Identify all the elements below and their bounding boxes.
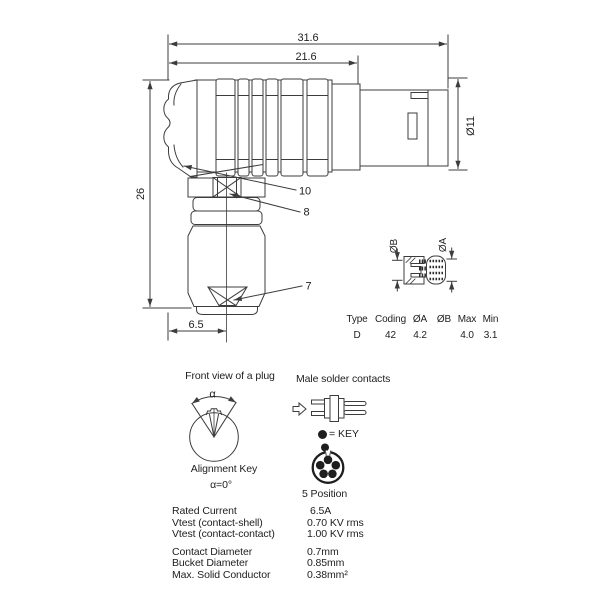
cell-dia-a: 4.2 bbox=[413, 330, 427, 341]
solder-contacts-title: Male solder contacts bbox=[296, 373, 391, 385]
spec-label: Bucket Diameter bbox=[172, 557, 249, 569]
alignment-key-caption: Alignment Key bbox=[190, 463, 258, 475]
grip-ribs bbox=[215, 78, 329, 177]
spec-row: Rated Current 6.5A bbox=[172, 505, 422, 518]
spec-row: Vtest (contact-shell) 0.70 KV rms bbox=[172, 516, 422, 530]
coding-table: Type Coding ØA ØB Max Min D 42 4.2 4.0 3… bbox=[340, 314, 502, 341]
face-contacts bbox=[315, 455, 341, 479]
coding-table-value-row: D 42 4.2 4.0 3.1 bbox=[340, 330, 502, 341]
dim-diameter: Ø11 bbox=[465, 116, 477, 136]
col-header-max: Max bbox=[457, 314, 477, 325]
knurled-contact bbox=[426, 255, 446, 285]
barrel-slot bbox=[407, 112, 418, 140]
alignment-angle-value: α=0° bbox=[210, 479, 232, 491]
lower-assembly bbox=[187, 163, 266, 343]
spec-row: Bucket Diameter 0.85mm bbox=[172, 557, 422, 570]
detail-dim-a: ØA bbox=[438, 237, 449, 252]
callout-7: 7 bbox=[306, 281, 312, 293]
cell-dia-b bbox=[433, 330, 455, 341]
cell-min: 3.1 bbox=[483, 330, 498, 341]
spec-value: 0.85mm bbox=[307, 557, 345, 569]
contact-pin-top bbox=[343, 401, 367, 406]
spec-value: 0.70 KV rms bbox=[307, 516, 364, 529]
dimensions: 31.6 21.6 26 Ø11 6.5 bbox=[135, 32, 477, 341]
dim-body-length: 21.6 bbox=[295, 51, 316, 63]
col-header-min: Min bbox=[482, 314, 499, 325]
key-legend: = KEY bbox=[318, 429, 359, 440]
dim-offset: 6.5 bbox=[189, 319, 204, 331]
positions-label: 5 Position bbox=[302, 488, 348, 500]
dim-height: 26 bbox=[135, 188, 147, 200]
angle-symbol: α bbox=[209, 389, 216, 401]
spec-value: 1.00 KV rms bbox=[307, 528, 364, 540]
front-view-diagram: α bbox=[189, 389, 239, 462]
spec-label: Vtest (contact-shell) bbox=[172, 516, 263, 529]
spec-value: 0.38mm² bbox=[307, 568, 348, 581]
pointer-arrow-icon bbox=[292, 401, 307, 417]
angle-arc bbox=[191, 396, 237, 405]
key-dot-icon bbox=[318, 430, 327, 439]
cell-type: D bbox=[353, 330, 361, 341]
cell-max: 4.0 bbox=[460, 330, 474, 341]
spec-row: Contact Diameter 0.7mm bbox=[172, 545, 422, 559]
key-position-dot bbox=[321, 443, 329, 452]
contact-pin-bottom bbox=[343, 410, 367, 415]
callouts: 10 8 7 bbox=[183, 165, 312, 302]
spec-label: Max. Solid Conductor bbox=[172, 568, 271, 581]
detail-dim-b: ØB bbox=[389, 238, 400, 253]
extension-lines bbox=[142, 34, 468, 341]
bottom-cap bbox=[196, 306, 258, 315]
barrel-key-notch bbox=[410, 92, 429, 99]
spec-label: Contact Diameter bbox=[172, 545, 253, 558]
dim-total-length: 31.6 bbox=[297, 32, 318, 44]
spec-row: Vtest (contact-contact) 1.00 KV rms bbox=[172, 528, 422, 541]
col-header-dia-a: ØA bbox=[412, 314, 428, 325]
spec-label: Vtest (contact-contact) bbox=[172, 528, 275, 540]
spec-value: 6.5A bbox=[310, 505, 332, 517]
callout-8: 8 bbox=[304, 207, 310, 219]
contact-face-diagram bbox=[311, 443, 345, 484]
col-header-dia-b: ØB bbox=[436, 314, 452, 325]
coding-table-header-row: Type Coding ØA ØB Max Min bbox=[340, 314, 502, 325]
plug-step-section bbox=[331, 83, 361, 171]
front-view-title: Front view of a plug bbox=[185, 370, 275, 382]
spec-value: 0.7mm bbox=[307, 545, 339, 558]
elbow-nut bbox=[163, 79, 198, 178]
solder-contact-side-view bbox=[292, 395, 367, 422]
callout-10: 10 bbox=[299, 186, 311, 198]
detail-dim-lines bbox=[392, 247, 457, 293]
key-legend-label: = KEY bbox=[329, 428, 360, 440]
contact-detail: ØB ØA bbox=[389, 237, 457, 293]
plug-side-view bbox=[163, 78, 449, 343]
spec-row: Max. Solid Conductor 0.38mm² bbox=[172, 568, 422, 582]
solder-tail-top bbox=[311, 399, 326, 405]
col-header-coding: Coding bbox=[374, 314, 407, 325]
cross-box bbox=[212, 176, 242, 198]
plug-barrel bbox=[359, 89, 449, 167]
col-header-type: Type bbox=[346, 314, 368, 325]
cell-coding: 42 bbox=[385, 330, 396, 341]
spec-list: Rated Current 6.5A Vtest (contact-shell)… bbox=[172, 505, 422, 582]
solder-tail-bottom bbox=[311, 411, 326, 416]
spec-label: Rated Current bbox=[172, 505, 237, 517]
